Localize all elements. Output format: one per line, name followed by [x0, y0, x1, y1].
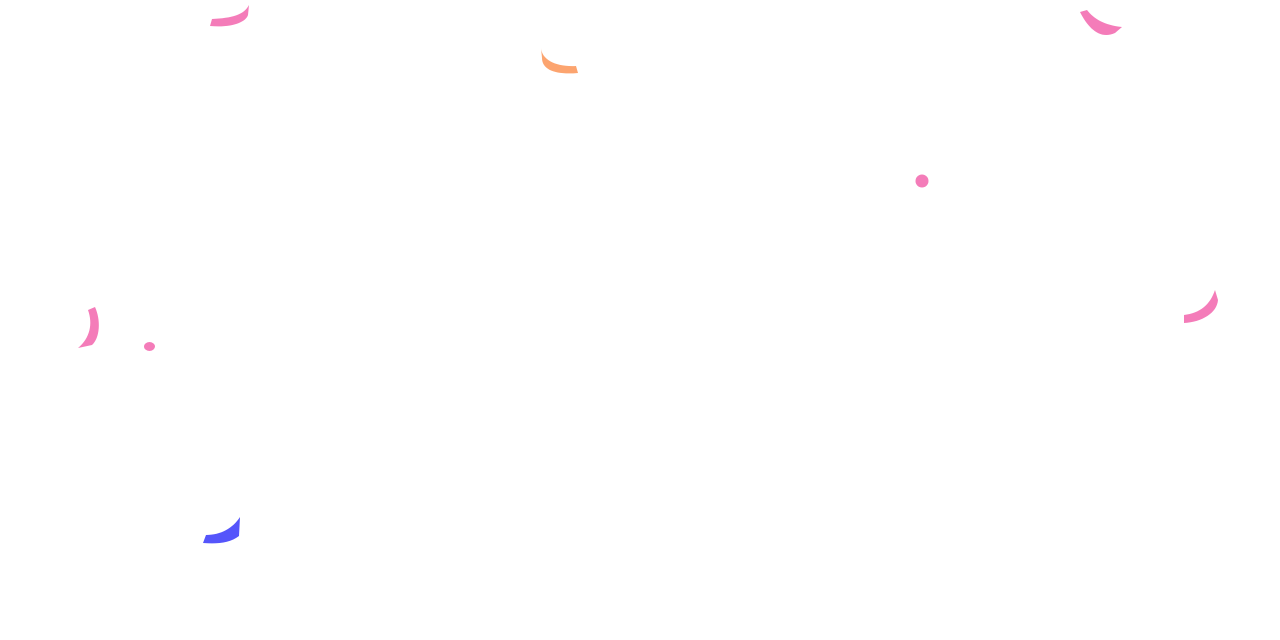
confetti-piece-blue-bottom-left: [203, 517, 240, 544]
confetti-piece-orange-top-center: [541, 48, 578, 74]
confetti-dot-pink-left: [144, 342, 155, 351]
confetti-piece-pink-top-right: [1080, 10, 1122, 36]
confetti-dot-pink-center-right: [915, 174, 929, 188]
confetti-piece-pink-left: [78, 307, 99, 348]
confetti-piece-pink-top-left: [210, 5, 249, 27]
confetti-piece-pink-right: [1184, 290, 1218, 323]
